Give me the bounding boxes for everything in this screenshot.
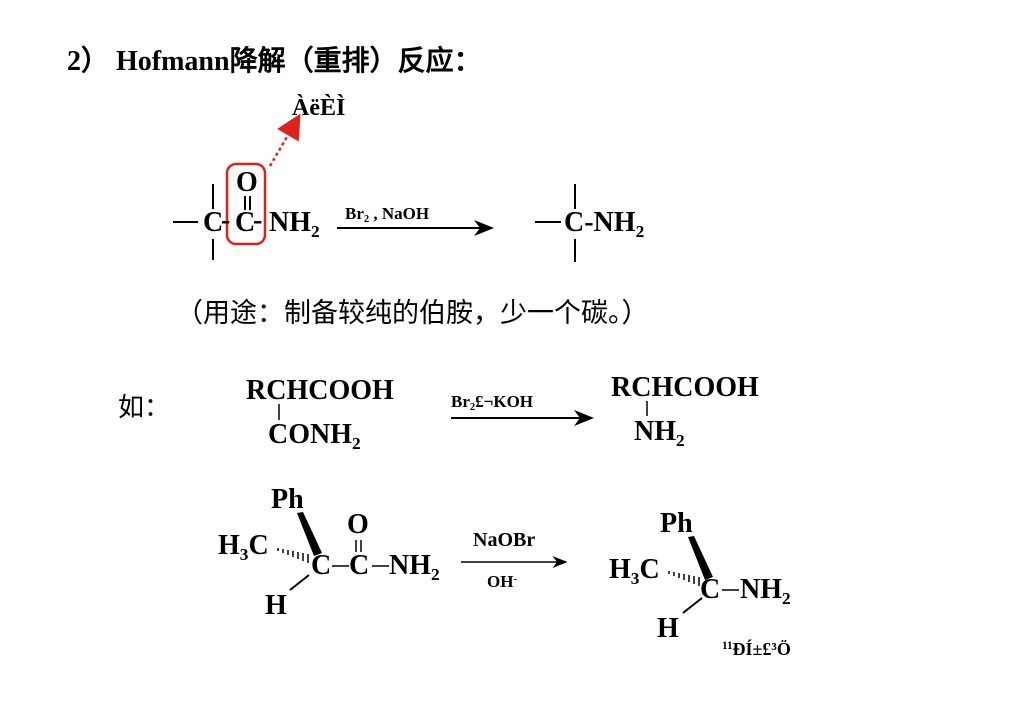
rearrange-arrow [268, 113, 301, 167]
reaction3-methyl: H3C [218, 530, 269, 564]
example-label: 如： [118, 393, 171, 423]
reaction2-product-line2: NH2 [634, 416, 685, 450]
rearrange-label: ÀëÈÌ [292, 95, 346, 121]
reaction3-product-methyl: H3C [609, 554, 660, 588]
reaction3-oxygen: O [347, 509, 369, 540]
footnote: 11ĐÍ±£³Ö [722, 639, 791, 659]
reaction3-product-phenyl: Ph [660, 508, 693, 539]
reaction3-reagent-top: NaOBr [473, 529, 536, 551]
reaction2-reagents: Br2£¬KOH [451, 392, 534, 414]
reaction1-oxygen: O [236, 167, 258, 198]
reaction3-amide: NH2 [389, 550, 440, 584]
reaction1-carbonyl-carbon: C [235, 207, 256, 238]
reaction3-reagent-bottom: OH- [487, 572, 517, 591]
reaction3-hydrogen: H [265, 590, 287, 621]
reaction1-amide: NH2 [269, 207, 320, 241]
reaction2-reactant-line1: RCHCOOH [246, 375, 394, 406]
usage-note: （用途：制备较纯的伯胺，少一个碳。） [176, 298, 649, 329]
reaction3-product-bonds [668, 536, 739, 614]
page-title: 2） Hofmann降解（重排）反应： [67, 46, 482, 77]
reaction3-stereo-carbon: C [311, 550, 332, 581]
reaction1-carbon: C [203, 207, 224, 238]
reaction3-reactant-bonds [277, 512, 389, 591]
reaction3-phenyl: Ph [271, 484, 304, 515]
wedge-bond [297, 512, 322, 556]
reaction1-product: C-NH2 [564, 207, 645, 241]
product-wedge-bond [688, 536, 713, 580]
reaction3-product-hydrogen: H [657, 613, 679, 644]
reaction2-product-line1: RCHCOOH [611, 372, 759, 403]
reaction3-product-amine: NH2 [740, 574, 791, 608]
reaction3-carbonyl-carbon: C [349, 550, 370, 581]
carbonyl-highlight [225, 162, 267, 246]
reaction1-reactant-bonds [173, 184, 251, 260]
reaction1-reagents: Br2 , NaOH [345, 204, 430, 226]
reaction1-product-bonds [535, 184, 576, 262]
reaction3-product-carbon: C [700, 574, 721, 605]
reaction2-reactant-line2: CONH2 [268, 419, 361, 453]
